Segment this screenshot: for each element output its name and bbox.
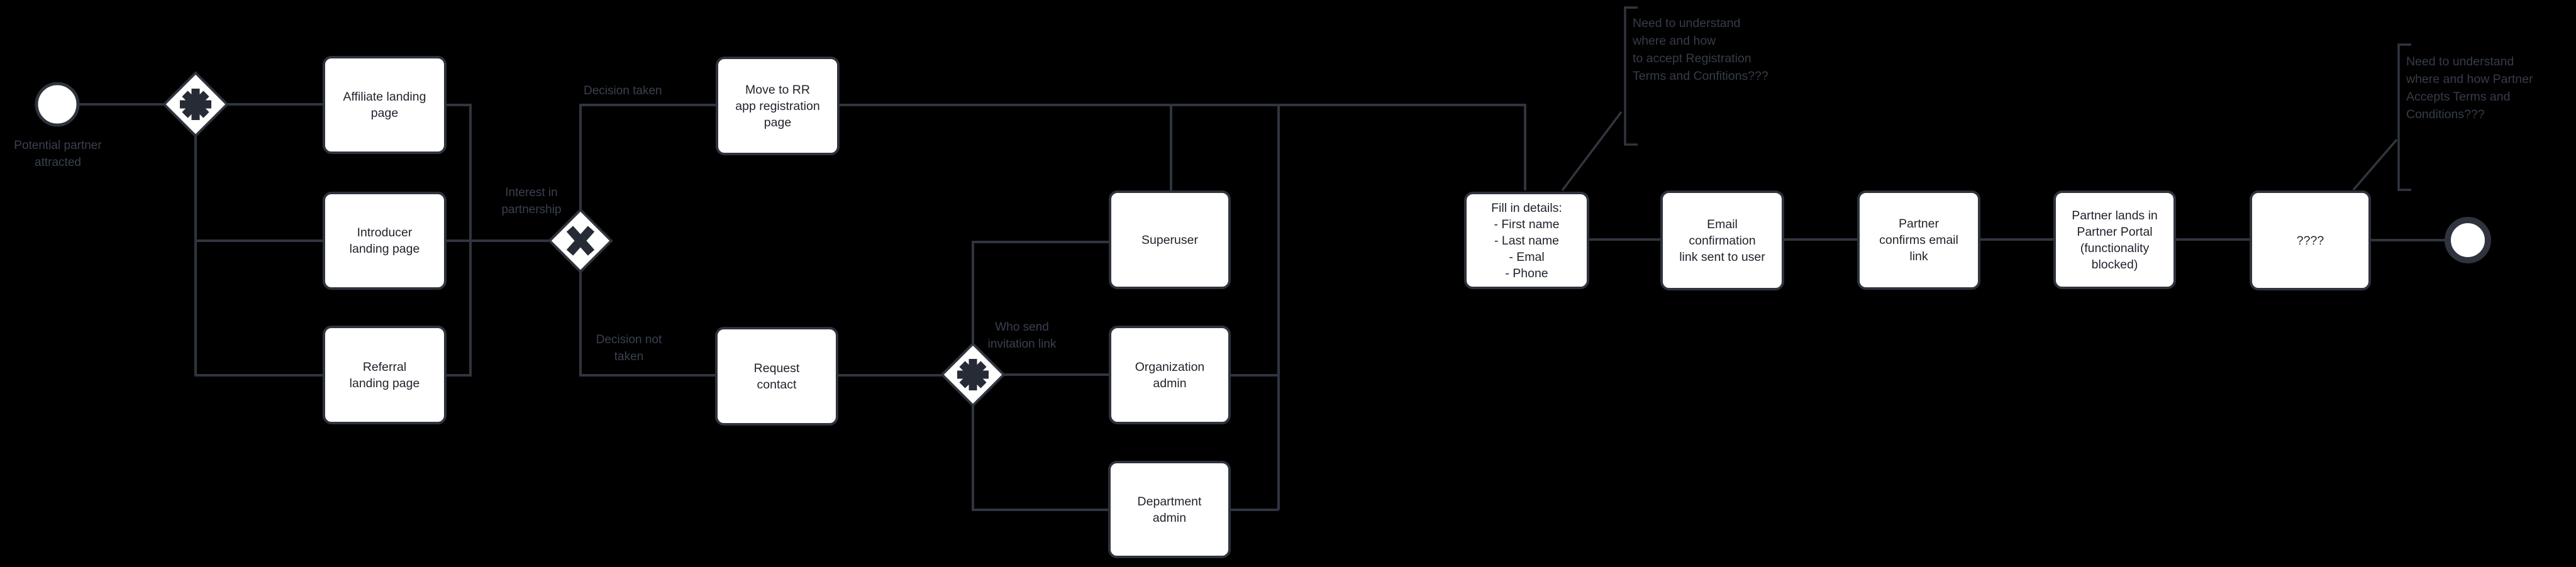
annotation-association-partner (2352, 138, 2398, 191)
annotation-partner-terms: Need to understand where and how Partner… (2406, 55, 2533, 121)
task-organization-admin[interactable]: Organization admin (1109, 326, 1231, 424)
flow-gateway1-to-referral (194, 136, 323, 377)
gateway-complex-invitation[interactable] (940, 342, 1006, 407)
gateway-complex-attraction[interactable] (162, 71, 229, 138)
task-referral-landing-page[interactable]: Referral landing page (323, 326, 447, 424)
flow-gatewayx-to-move (579, 104, 716, 209)
flow-gateway2-to-deptadmin (972, 405, 1108, 511)
start-event-circle[interactable] (35, 82, 80, 127)
annotation-bracket-partner (2397, 43, 2411, 191)
edge-label-decision-not-taken: Decision not taken (596, 333, 662, 363)
task-fill-in-details[interactable]: Fill in details: - First name - Last nam… (1464, 192, 1589, 289)
task-move-to-rr-registration[interactable]: Move to RR app registration page (716, 57, 840, 155)
edge-label-decision-taken: Decision taken (584, 84, 662, 97)
annotation-association-registration (1561, 111, 1623, 192)
task-unknown-questions[interactable]: ???? (2250, 190, 2371, 290)
asterisk-icon (957, 359, 989, 390)
x-icon (566, 226, 595, 256)
task-email-confirmation-link[interactable]: Email confirmation link sent to user (1660, 190, 1784, 290)
gateway-exclusive-interest[interactable] (548, 208, 613, 273)
task-department-admin[interactable]: Department admin (1108, 461, 1231, 558)
asterisk-icon (180, 89, 211, 120)
task-partner-lands-portal[interactable]: Partner lands in Partner Portal (functio… (2053, 190, 2176, 289)
end-event-circle[interactable] (2445, 217, 2491, 263)
flow-gatewayx-to-request (579, 272, 715, 377)
task-affiliate-landing-page[interactable]: Affiliate landing page (323, 56, 447, 154)
flow-gateway2-to-superuser (972, 241, 1109, 344)
task-request-contact[interactable]: Request contact (715, 327, 838, 426)
annotation-registration-terms: Need to understand where and how to acce… (1633, 16, 1768, 83)
task-partner-confirms-email[interactable]: Partner confirms email link (1857, 190, 1980, 290)
flow-move-to-filldetails (839, 104, 1526, 190)
start-event-label: Potential partner attracted (14, 139, 102, 169)
annotation-bracket-registration (1624, 6, 1638, 146)
task-introducer-landing-page[interactable]: Introducer landing page (323, 192, 447, 290)
task-superuser[interactable]: Superuser (1109, 190, 1231, 289)
edge-label-interest-in-partnership: Interest in partnership (501, 186, 562, 216)
edge-label-who-send-invitation: Who send invitation link (987, 321, 1057, 351)
